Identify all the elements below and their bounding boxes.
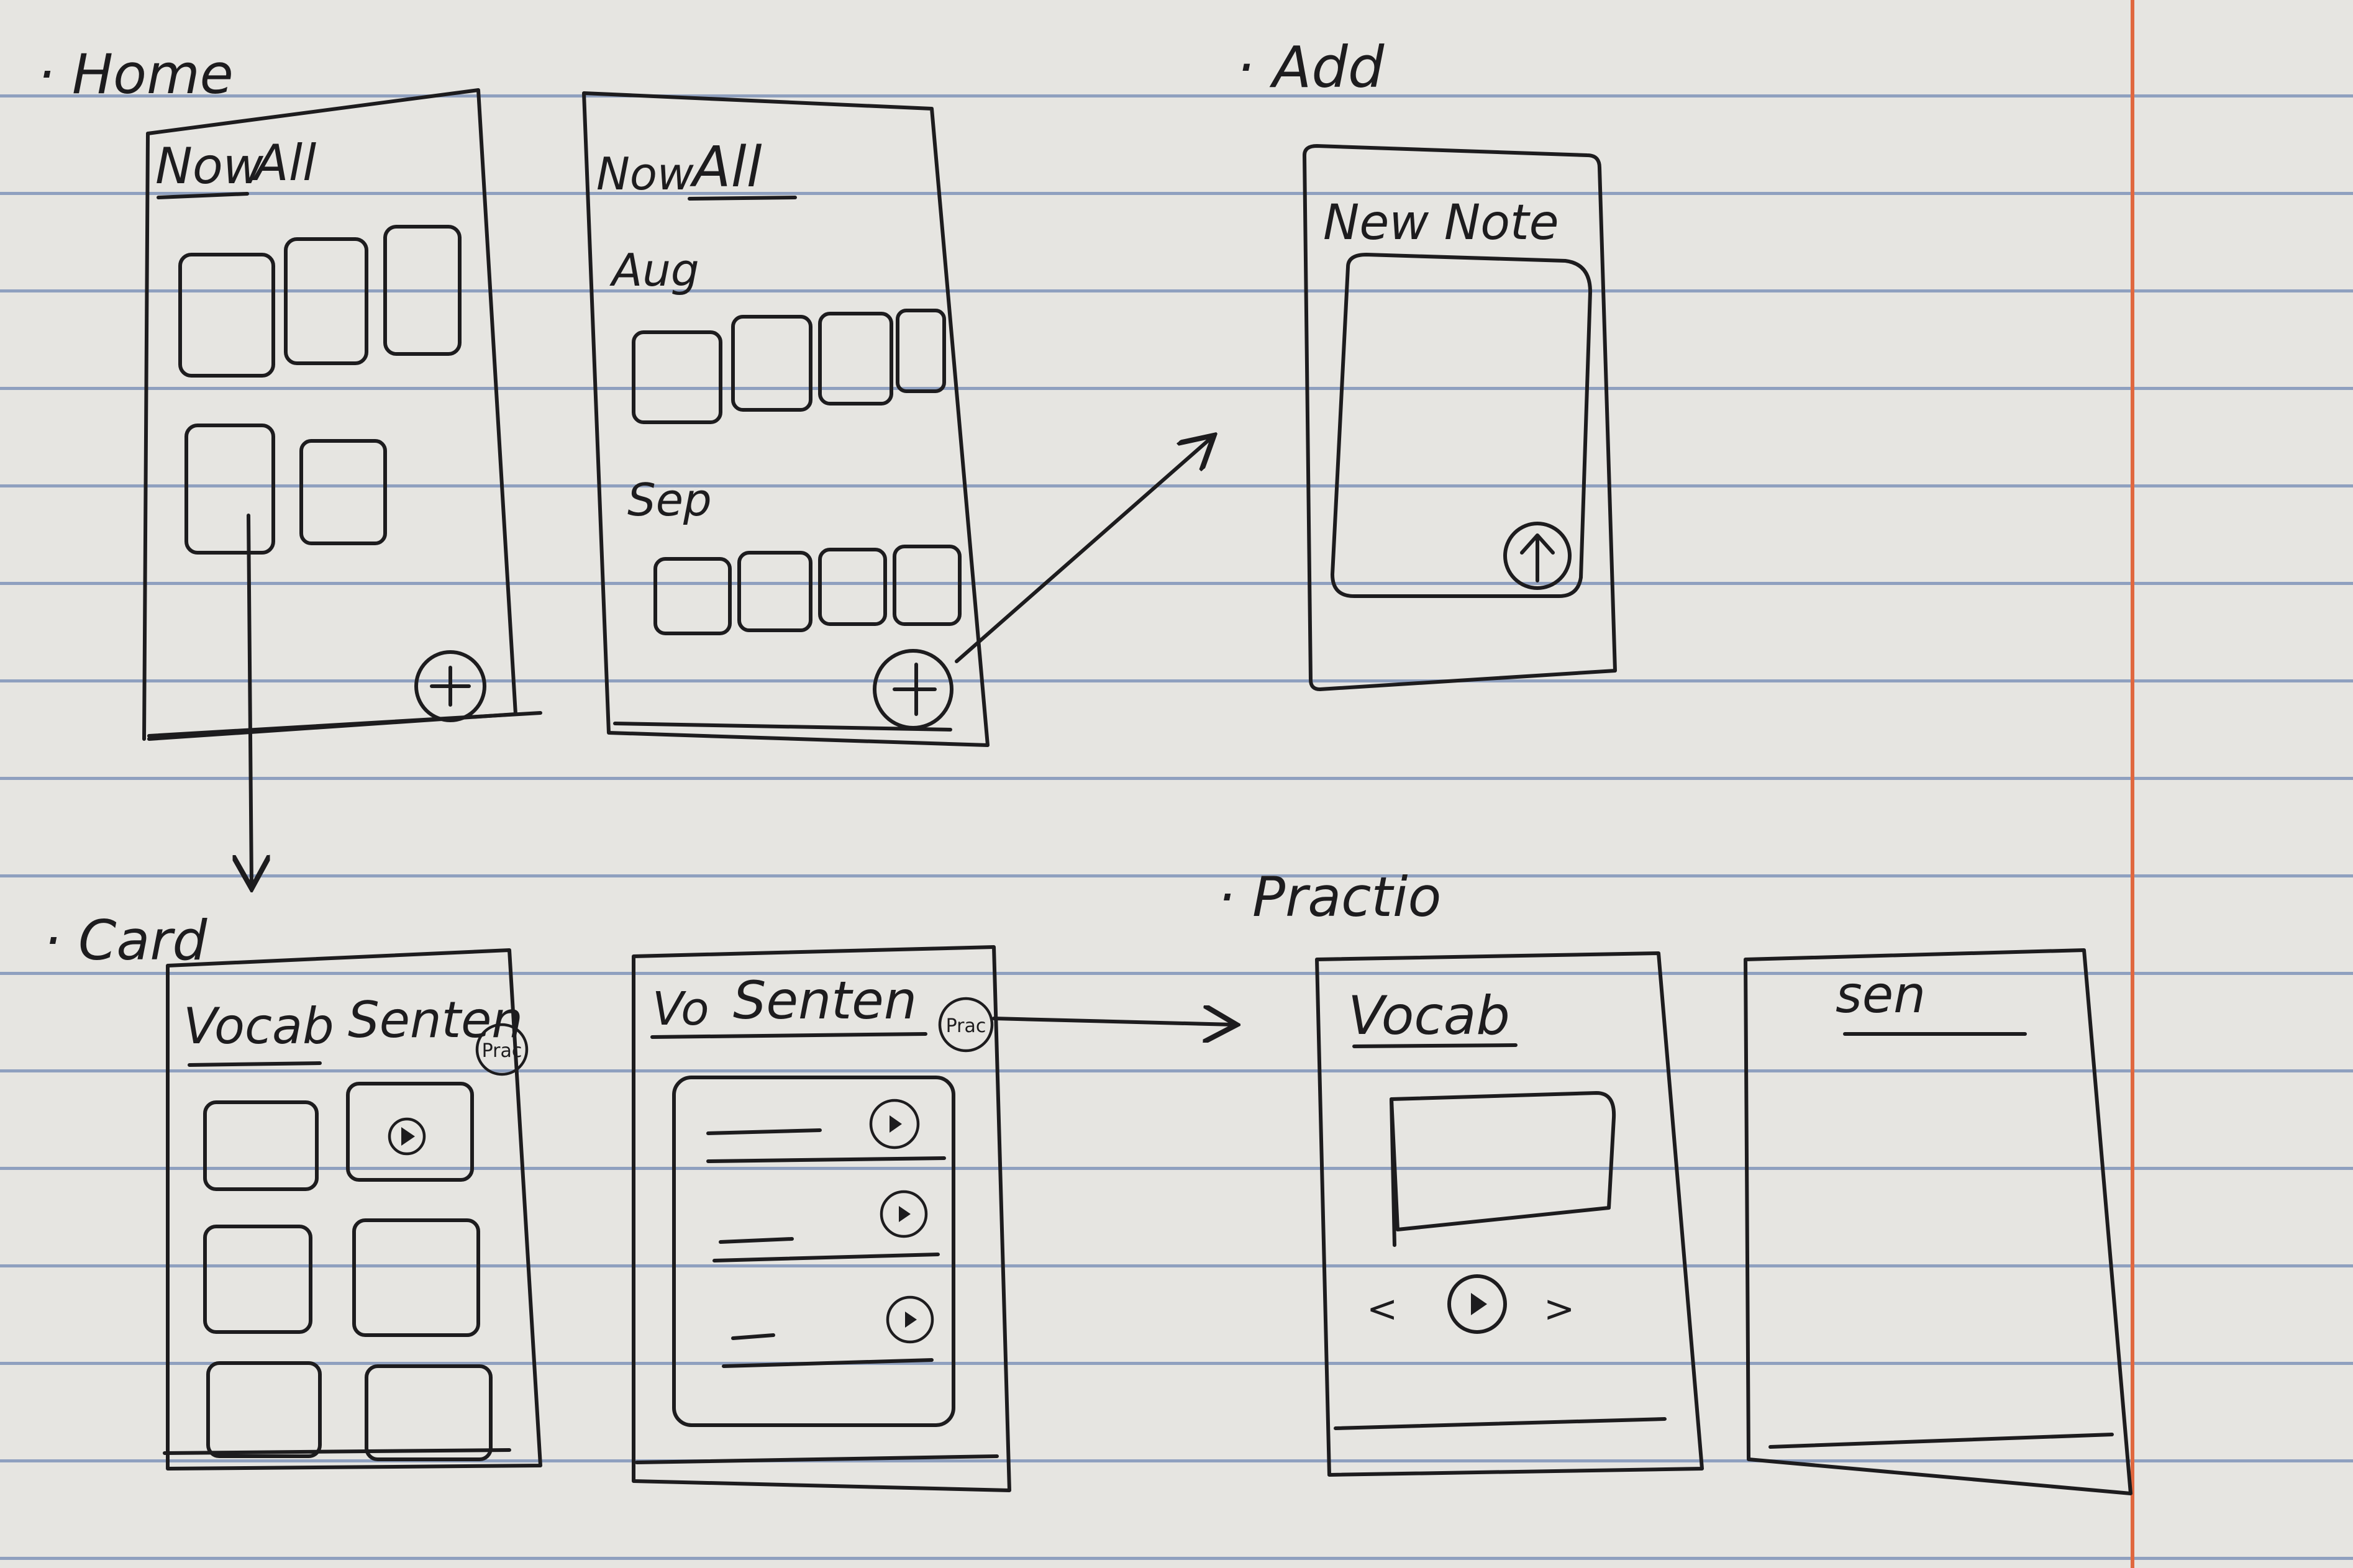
tab-underline — [188, 1061, 322, 1067]
tab-all[interactable]: All — [252, 134, 316, 192]
vocab-card[interactable] — [206, 1361, 322, 1458]
tab-all[interactable]: All — [690, 135, 762, 200]
practice-badge[interactable]: Prac — [475, 1023, 529, 1076]
note-thumbnail[interactable] — [818, 548, 887, 626]
add-note-button[interactable] — [414, 650, 486, 722]
home-screen-all: Now All Aug Sep — [582, 91, 990, 747]
card-screen-sentence: Vo Senten Prac — [632, 945, 1011, 1492]
note-thumbnail[interactable] — [818, 312, 893, 406]
vocab-card[interactable] — [352, 1218, 480, 1337]
phone-frame — [166, 948, 542, 1471]
practice-screen-sentence: sen — [1744, 948, 2132, 1495]
vocab-card[interactable] — [203, 1100, 319, 1191]
add-note-button[interactable] — [873, 649, 953, 730]
sentence-row[interactable] — [722, 1295, 934, 1368]
card-grid — [203, 1082, 493, 1461]
phone-frame — [1315, 951, 1704, 1477]
group-label-aug: Aug — [609, 244, 699, 296]
section-label-add: · Add — [1236, 34, 1385, 101]
flow-arrow-to-add — [955, 438, 1211, 663]
vocab-card[interactable] — [346, 1082, 474, 1182]
note-thumbnail[interactable] — [896, 309, 946, 393]
tab-now[interactable]: Now — [155, 137, 264, 195]
note-thumbnail[interactable] — [653, 557, 732, 635]
add-screen: New Note — [1303, 144, 1617, 691]
phone-frame — [582, 91, 990, 747]
note-thumbnail[interactable] — [299, 439, 387, 545]
note-thumbnail[interactable] — [632, 330, 722, 424]
play-icon[interactable] — [869, 1099, 920, 1149]
tab-vocab[interactable]: Vo — [652, 982, 709, 1036]
flow-arrow-to-card — [248, 514, 252, 885]
note-thumbnail[interactable] — [383, 225, 462, 356]
page-title: New Note — [1323, 195, 1559, 251]
note-thumbnail[interactable] — [731, 315, 812, 412]
phone-frame — [1303, 144, 1617, 691]
note-text-area[interactable] — [1331, 253, 1592, 598]
play-icon — [1447, 1274, 1507, 1334]
tab-now[interactable]: Now — [596, 148, 694, 200]
note-thumbnail[interactable] — [178, 253, 275, 378]
sentence-row[interactable] — [706, 1099, 946, 1163]
next-button[interactable]: > — [1544, 1287, 1575, 1331]
flow-arrow-to-practice — [992, 1018, 1233, 1025]
section-label-home: · Home — [37, 42, 234, 106]
vocab-card[interactable] — [365, 1364, 493, 1461]
play-icon[interactable] — [880, 1190, 928, 1238]
tab-underline — [688, 196, 797, 201]
plus-circle-icon — [414, 650, 486, 722]
prev-button[interactable]: < — [1367, 1287, 1398, 1331]
sentence-row[interactable] — [712, 1190, 940, 1262]
vocab-card[interactable] — [203, 1225, 312, 1334]
page-title: Vocab — [1348, 985, 1510, 1047]
home-screen-now: Now All — [142, 88, 542, 741]
note-row-sep — [653, 545, 962, 635]
page-title: sen — [1836, 966, 1926, 1025]
play-button[interactable] — [1447, 1274, 1507, 1334]
play-button[interactable] — [388, 1117, 426, 1156]
tab-sentence[interactable]: Senten — [733, 970, 917, 1031]
practice-screen-vocab: Vocab < > — [1315, 951, 1704, 1477]
card-screen-vocab: Vocab Senten Prac — [163, 948, 542, 1471]
note-thumbnail[interactable] — [737, 551, 812, 632]
tab-underline — [157, 192, 249, 199]
upload-arrow-icon — [1503, 522, 1572, 590]
tab-underline — [650, 1032, 927, 1039]
title-underline — [1352, 1043, 1518, 1048]
group-label-sep: Sep — [627, 474, 712, 526]
plus-circle-icon — [873, 649, 953, 730]
note-thumbnail[interactable] — [893, 545, 962, 626]
play-icon — [388, 1117, 426, 1156]
phone-frame — [1744, 948, 2132, 1495]
practice-badge-label: Prac — [482, 1040, 522, 1062]
phone-frame — [632, 945, 1011, 1492]
sentence-list — [672, 1076, 955, 1427]
tab-sentence[interactable]: Senten — [348, 991, 523, 1049]
note-row-aug — [632, 309, 946, 424]
tab-vocab[interactable]: Vocab — [183, 997, 334, 1055]
practice-badge-label: Prac — [946, 1015, 986, 1037]
flashcard[interactable] — [1390, 1091, 1616, 1231]
note-grid — [178, 225, 462, 555]
play-icon[interactable] — [886, 1295, 934, 1344]
note-thumbnail[interactable] — [184, 424, 275, 555]
note-thumbnail[interactable] — [284, 237, 368, 365]
section-label-practice: · Practio — [1217, 865, 1441, 929]
practice-badge[interactable]: Prac — [938, 997, 994, 1053]
submit-button[interactable] — [1503, 522, 1572, 590]
section-label-card: · Card — [43, 909, 207, 972]
